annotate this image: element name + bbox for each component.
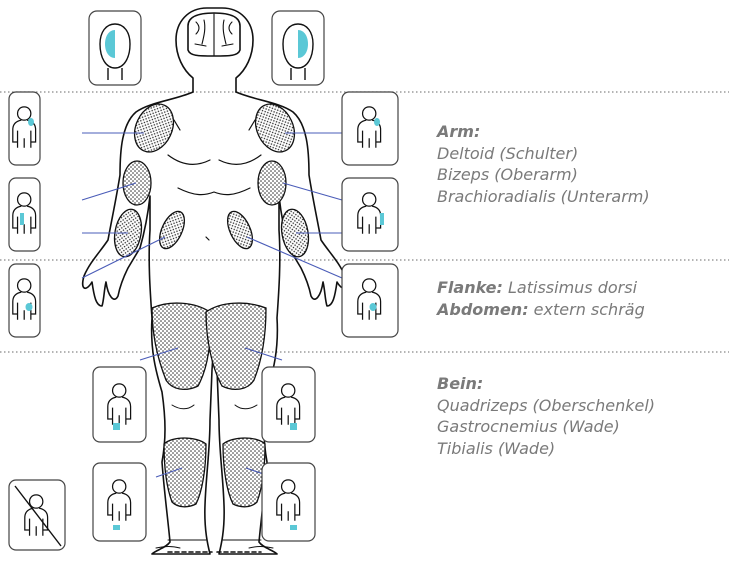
legend-flank-abdomen: Flanke: Latissimus dorsi Abdomen: extern… <box>437 277 645 320</box>
highlight-marker <box>380 213 384 225</box>
legend-leg-item: Quadrizeps (Oberschenkel) <box>437 395 655 417</box>
zone-deltoid-left <box>127 98 181 159</box>
thumbnail-calf-right <box>262 463 315 541</box>
zone-thigh-left <box>152 303 211 389</box>
legend-leg-heading: Bein: <box>437 374 483 393</box>
thumbnail-head-right <box>272 11 324 85</box>
thumbnail-flank-left <box>9 264 40 337</box>
highlight-marker <box>20 213 24 225</box>
zone-biceps-left <box>123 161 151 205</box>
thumbnail-biceps-left <box>9 178 40 251</box>
injection-zones <box>111 98 312 507</box>
legend-arm: Arm: Deltoid (Schulter) Bizeps (Oberarm)… <box>437 121 650 207</box>
highlight-marker <box>28 118 34 126</box>
thumbnail-quadriceps-right <box>262 367 315 442</box>
highlight-marker <box>290 423 297 430</box>
zone-flank-right <box>222 208 257 253</box>
legend-arm-item: Brachioradialis (Unterarm) <box>437 186 650 208</box>
legend-leg-item: Tibialis (Wade) <box>437 438 655 460</box>
legend-abdomen-label: Abdomen: <box>437 300 529 319</box>
highlight-marker <box>113 525 120 530</box>
thumbnail-head-left <box>89 11 141 85</box>
thumbnail-deltoid-left <box>9 92 40 165</box>
thumbnail-deltoid-right <box>342 92 398 165</box>
highlight-marker <box>370 303 377 311</box>
highlight-marker <box>290 525 297 530</box>
legend-flank-label: Flanke: <box>437 278 503 297</box>
legend-leg: Bein: Quadrizeps (Oberschenkel) Gastrocn… <box>437 373 655 459</box>
zone-thigh-right <box>206 303 266 389</box>
legend-leg-item: Gastrocnemius (Wade) <box>437 416 655 438</box>
highlight-marker <box>26 303 33 311</box>
thumbnail-crossed-out <box>9 480 65 550</box>
thumbnail-biceps-right <box>342 178 398 251</box>
zone-deltoid-right <box>248 98 302 159</box>
thumbnail-quadriceps-left <box>93 367 146 442</box>
legend-flank-text: Latissimus dorsi <box>503 278 637 297</box>
zone-flank-left <box>154 208 189 253</box>
highlight-marker <box>374 118 380 126</box>
highlight-marker <box>113 423 120 430</box>
zone-biceps-right <box>258 161 286 205</box>
legend-arm-heading: Arm: <box>437 122 480 141</box>
thumbnail-calf-left <box>93 463 146 541</box>
thumbnail-flank-right <box>342 264 398 337</box>
legend-arm-item: Bizeps (Oberarm) <box>437 164 650 186</box>
legend-arm-item: Deltoid (Schulter) <box>437 143 650 165</box>
legend-abdomen-text: extern schräg <box>529 300 645 319</box>
